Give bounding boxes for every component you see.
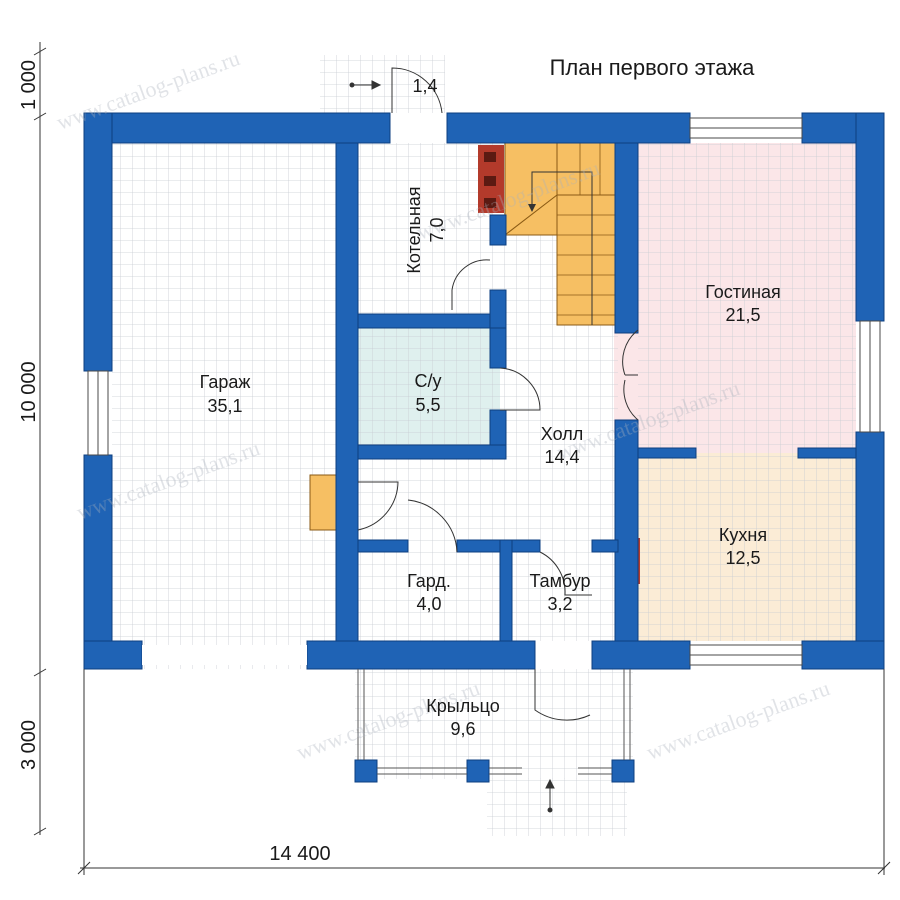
- room-name-porch: Крыльцо: [426, 696, 499, 716]
- room-name-kitchen: Кухня: [719, 525, 767, 545]
- tile-grid: [112, 55, 856, 836]
- garage-steps: [309, 474, 337, 531]
- room-name-garage: Гараж: [200, 372, 251, 392]
- room-name-wardrobe: Гард.: [407, 571, 451, 591]
- room-name-hall: Холл: [541, 424, 583, 444]
- doors: [357, 67, 639, 721]
- room-area-hall: 14,4: [544, 447, 579, 467]
- watermark-text: www.catalog-plans.ru: [643, 675, 833, 764]
- windows: [87, 117, 881, 666]
- room-name-wc: С/у: [415, 371, 442, 391]
- room-area-boiler: 7,0: [427, 217, 447, 242]
- walls: [83, 112, 885, 783]
- staircase: [504, 142, 616, 326]
- plan-title: План первого этажа: [550, 55, 756, 80]
- room-area-vestibule: 3,2: [547, 594, 572, 614]
- porch-railings: [357, 669, 631, 775]
- room-name-vestibule: Тамбур: [529, 571, 590, 591]
- room-area-porch: 9,6: [450, 719, 475, 739]
- entry-arrow: [349, 80, 555, 813]
- dim-total-width: 14 400: [269, 843, 330, 865]
- room-labels: Гараж 35,1 Котельная 7,0 С/у 5,5 Холл 14…: [200, 76, 781, 739]
- room-name-boiler: Котельная: [404, 186, 424, 273]
- dimension-lines: [33, 42, 891, 875]
- room-area-kitchen: 12,5: [725, 548, 760, 568]
- room-area-wardrobe: 4,0: [416, 594, 441, 614]
- room-area-living: 21,5: [725, 305, 760, 325]
- room-area-garage: 35,1: [207, 396, 242, 416]
- room-name-living: Гостиная: [705, 282, 781, 302]
- room-area-wc: 5,5: [415, 395, 440, 415]
- dim-porch-depth: 3 000: [18, 720, 40, 770]
- dimension-labels: 14 400 10 000 3 000 1 000: [18, 60, 331, 865]
- room-area-entry: 1,4: [412, 76, 437, 96]
- dim-total-height: 10 000: [18, 361, 40, 422]
- dim-top-offset: 1 000: [18, 60, 40, 110]
